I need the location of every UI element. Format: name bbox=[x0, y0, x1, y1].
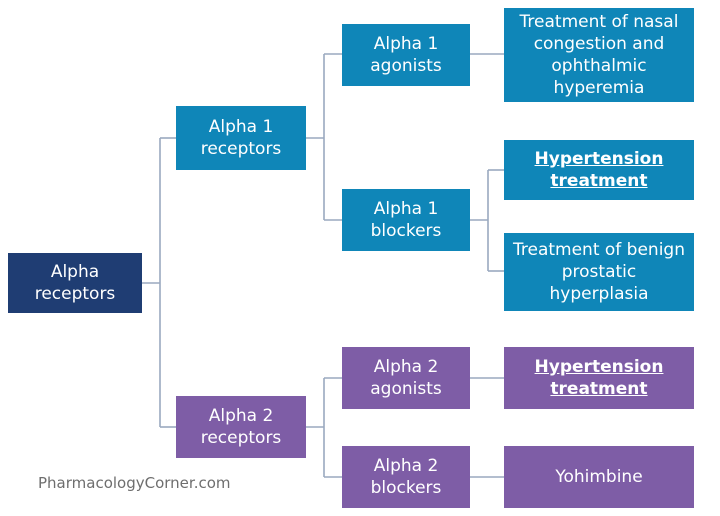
alpha1-agonists-box: Alpha 1 agonists bbox=[342, 24, 470, 86]
alpha1-blockers-box: Alpha 1 blockers bbox=[342, 189, 470, 251]
alpha1-blockers-bph-box: Treatment of benign prostatic hyperplasi… bbox=[504, 233, 694, 311]
alpha1-blockers-hypertension-box: Hypertension treatment bbox=[504, 140, 694, 200]
alpha2-blockers-box: Alpha 2 blockers bbox=[342, 446, 470, 508]
alpha2-agonists-box: Alpha 2 agonists bbox=[342, 347, 470, 409]
alpha-receptors-box: Alpha receptors bbox=[8, 253, 142, 313]
alpha1-agonists-use-box: Treatment of nasal congestion and ophtha… bbox=[504, 8, 694, 102]
alpha2-agonists-hypertension-box: Hypertension treatment bbox=[504, 347, 694, 409]
watermark-text: PharmacologyCorner.com bbox=[38, 474, 231, 492]
alpha2-blockers-use-box: Yohimbine bbox=[504, 446, 694, 508]
alpha1-receptors-box: Alpha 1 receptors bbox=[176, 106, 306, 170]
alpha2-receptors-box: Alpha 2 receptors bbox=[176, 396, 306, 458]
